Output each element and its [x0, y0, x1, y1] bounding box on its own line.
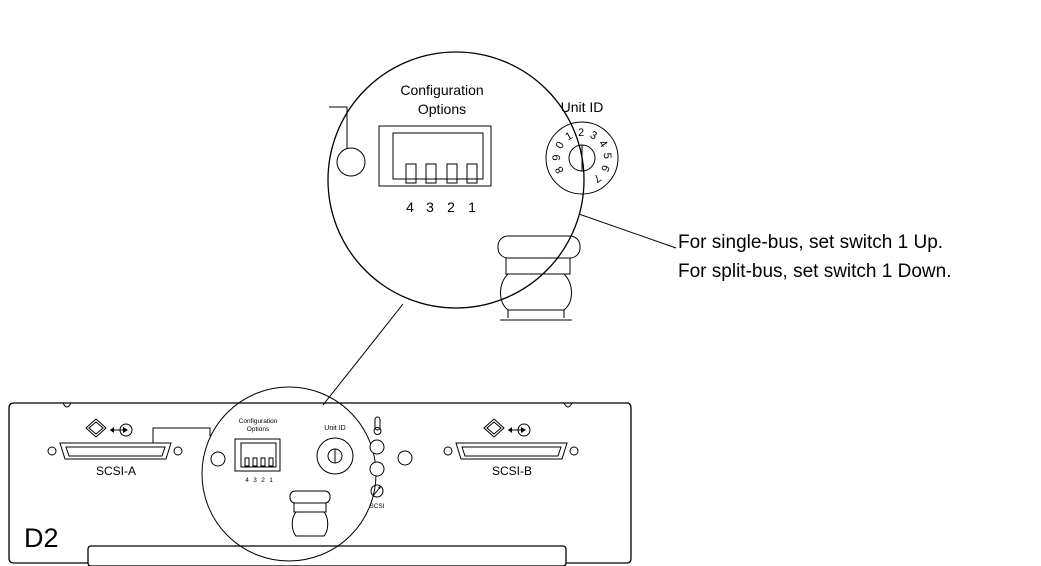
dial-digit-9: 9: [551, 154, 563, 160]
scsi-a-port-group: SCSI-A: [47, 418, 211, 478]
zoom-circle-group: Configuration Options 4 3 2 1 Unit ID 8 9…: [327, 51, 619, 321]
panel-dip-switch-2[interactable]: [260, 457, 266, 467]
diamond-icon: [483, 418, 505, 438]
panel-led-right: [397, 450, 413, 466]
scsi-b-screw-left: [443, 446, 453, 456]
scsi-b-connector[interactable]: [455, 442, 568, 460]
scsi-b-screw-right: [569, 446, 579, 456]
zoom-switch-number-3: 3: [426, 199, 434, 215]
zoom-switch-number-1: 1: [468, 199, 476, 215]
dial-digit-0: 0: [554, 140, 567, 151]
zoom-unit-id-label: Unit ID: [561, 99, 604, 115]
zoom-dip-switch-4: [405, 163, 417, 184]
panel-scsi-led-label: SCSI: [369, 503, 384, 510]
panel-post-neck: [291, 511, 329, 537]
zoom-post-neck: [500, 273, 572, 311]
zoom-post-collar: [505, 257, 571, 275]
callout-line-single-bus: For single-bus, set switch 1 Up.: [678, 232, 944, 253]
zoom-switch-number-2: 2: [447, 199, 455, 215]
zoom-unit-id-dial-outer: [545, 121, 619, 195]
panel-unit-id-label: Unit ID: [324, 425, 345, 432]
panel-dip-switch-frame: [234, 438, 281, 472]
dial-digit-5: 5: [601, 152, 613, 159]
zoom-led: [336, 147, 366, 177]
scsi-a-screw-right: [173, 446, 183, 456]
scsi-b-label: SCSI-B: [492, 464, 532, 478]
panel-dip-switch-4[interactable]: [244, 457, 250, 467]
panel-switch-number-4: 4: [245, 477, 249, 484]
dial-digit-4: 4: [596, 138, 609, 150]
zoom-switch-number-4: 4: [406, 199, 414, 215]
zoom-dip-switch-2: [446, 163, 458, 184]
scsi-activity-icon: [370, 484, 384, 498]
dial-digit-7: 7: [591, 171, 603, 184]
panel-switch-number-1: 1: [269, 477, 273, 484]
diamond-icon-inner: [486, 421, 502, 435]
panel-config-label-line2: Options: [247, 426, 270, 433]
panel-switch-number-2: 2: [261, 477, 265, 484]
diamond-icon-inner: [88, 421, 104, 435]
panel-post-cap: [289, 490, 331, 504]
panel-led-left: [210, 451, 226, 467]
dial-digit-3: 3: [588, 129, 599, 142]
panel-led-temp: [369, 439, 385, 455]
panel-config-label-line1: Configuration: [239, 418, 278, 425]
scsi-b-port-group: SCSI-B: [443, 418, 579, 478]
zoom-config-label-line2: Options: [418, 101, 466, 117]
rear-panel: SCSI-A Configuration Options 4 3 2 1 Uni…: [8, 386, 632, 566]
panel-zoom-circle: [201, 386, 377, 562]
zoom-dip-switch-frame: [378, 125, 492, 187]
scsi-a-connector-inner: [65, 446, 166, 457]
thermometer-icon: [373, 416, 382, 435]
panel-dip-switch-1[interactable]: [268, 457, 274, 467]
zoom-dip-switch-3: [425, 163, 437, 184]
panel-led-status: [369, 461, 385, 477]
zoom-dip-switch-1: [466, 163, 478, 184]
panel-outline: [8, 402, 632, 564]
dial-digit-2: 2: [578, 127, 585, 139]
scsi-a-label: SCSI-A: [96, 464, 136, 478]
panel-switch-number-3: 3: [253, 477, 257, 484]
panel-unit-id-dial[interactable]: [316, 437, 354, 475]
panel-d2-label: D2: [24, 523, 59, 553]
zoom-dip-switch-body: [392, 132, 484, 180]
callout-line-split-bus: For split-bus, set switch 1 Down.: [678, 261, 952, 282]
zoom-circle: [327, 51, 585, 309]
zoom-led-wire: [329, 106, 348, 152]
panel-post-collar: [293, 502, 327, 513]
zoom-connector-line: [322, 303, 404, 406]
dial-digit-6: 6: [598, 163, 611, 173]
scsi-arrow-icon: [110, 423, 133, 437]
scsi-arrow-icon: [508, 423, 531, 437]
panel-dip-switch-body: [240, 442, 277, 468]
scsi-a-screw-left: [47, 446, 57, 456]
panel-notch-left: [62, 402, 72, 408]
diamond-icon: [85, 418, 107, 438]
scsi-a-wire: [152, 427, 211, 443]
scsi-b-connector-inner: [461, 446, 562, 457]
panel-handle-rail: [87, 545, 567, 566]
panel-notch-right: [563, 402, 573, 408]
dial-digit-1: 1: [563, 130, 574, 143]
dial-digit-8: 8: [553, 164, 566, 175]
panel-dip-switch-3[interactable]: [252, 457, 258, 467]
scsi-a-connector[interactable]: [59, 442, 172, 460]
zoom-config-label-line1: Configuration: [400, 82, 483, 98]
